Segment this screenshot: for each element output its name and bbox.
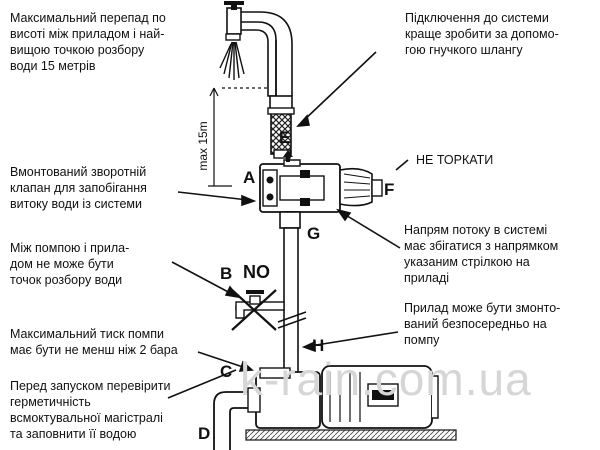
height-dimension — [208, 87, 268, 187]
note-flexible-hose: Підключення до системи краще зробити за … — [405, 11, 559, 57]
watermark: k-rain.com.ua — [240, 353, 532, 405]
note-do-not-touch: НЕ ТОРКАТИ — [416, 153, 494, 167]
marker-d: D — [198, 424, 211, 443]
marker-g: G — [307, 224, 321, 243]
pressure-control-device — [259, 159, 383, 213]
marker-h: H — [312, 336, 325, 355]
note-min-pressure: Максимальний тиск помпи має бути не менш… — [10, 327, 178, 357]
top-tap — [224, 1, 293, 111]
water-spray — [219, 41, 245, 80]
forbidden-tap — [231, 289, 285, 331]
note-no-taps: Між помпою і прила- дом не може бути точ… — [10, 241, 130, 287]
pump — [245, 365, 457, 441]
marker-a: A — [243, 168, 256, 187]
marker-e: E — [279, 128, 291, 147]
marker-b: B — [220, 264, 233, 283]
note-flow-direction: Напрям потоку в системі має збігатися з … — [404, 223, 559, 285]
marker-c: C — [220, 362, 233, 381]
suction-line — [213, 391, 248, 450]
note-check-valve: Вмонтований зворотній клапан для запобіг… — [10, 165, 147, 211]
leader-lines — [167, 51, 409, 399]
note-max-height: Максимальний перепад по висоті між прила… — [10, 11, 166, 73]
marker-f: F — [384, 180, 395, 199]
note-before-start: Перед запуском перевірити герметичність … — [10, 379, 171, 441]
marker-no: NO — [243, 262, 270, 282]
dimension-label: max 15m — [196, 121, 210, 170]
note-direct-mount: Прилад може бути змонто- ваний безпосере… — [404, 301, 561, 347]
